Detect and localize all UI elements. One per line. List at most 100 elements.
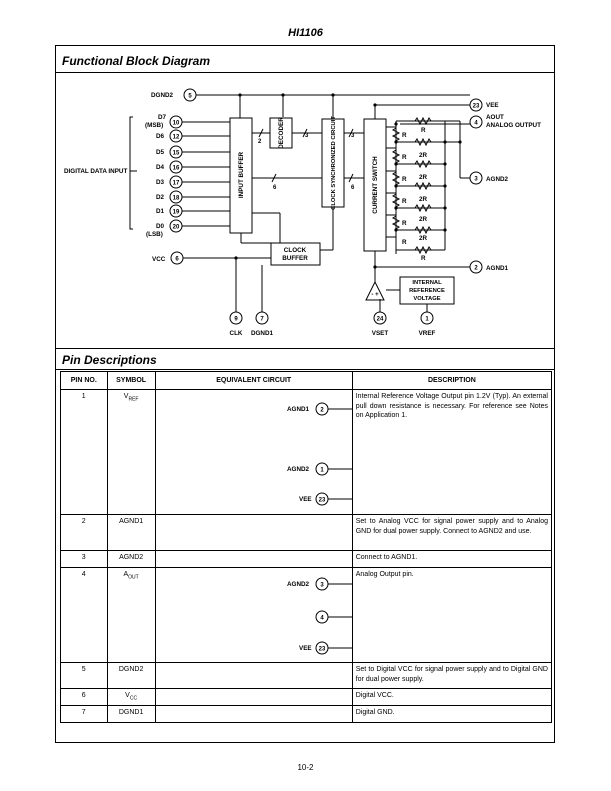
pin-label-vset: VSET xyxy=(372,330,389,337)
pin-num-24: 24 xyxy=(377,317,384,323)
circuit-vref: AGND1 2 AGND2 1 VEE 23 xyxy=(287,402,418,506)
circuit4-agnd2: AGND2 xyxy=(287,581,310,588)
pin-no-cell: 2 xyxy=(60,514,108,551)
pin-num-20: 20 xyxy=(173,225,180,231)
opamp-signs: - + xyxy=(371,292,379,298)
table-row: 6 VCC Digital VCC. xyxy=(60,688,553,706)
pin-label-d4: D4 xyxy=(156,164,165,171)
pin-label-d5: D5 xyxy=(156,149,165,156)
circuit1-agnd1-num: 2 xyxy=(320,407,324,413)
ladder-r-2: R xyxy=(402,154,407,161)
pin-num-16: 16 xyxy=(173,166,180,172)
decoder-label: DECODER xyxy=(278,117,285,149)
symbol-cell: AGND2 xyxy=(106,550,156,568)
circuit1-vee: VEE xyxy=(299,496,312,503)
ladder-2r-4: 2R xyxy=(419,216,428,223)
col-equivalent-circuit: EQUIVALENT CIRCUIT xyxy=(154,371,353,390)
pin-no-cell: 1 xyxy=(60,389,108,515)
circuit1-vee-num: 23 xyxy=(318,497,325,503)
description-cell: Digital GND. xyxy=(351,705,553,723)
pin-label-d1: D1 xyxy=(156,208,165,215)
table-row: 2 AGND1 Set to Analog VCC for signal pow… xyxy=(60,514,553,551)
equivalent-circuit-cell xyxy=(154,514,353,551)
functional-block-diagram: DGND2 5 D7 (MSB) 10 D6 12 D5 15 D4 16 D3… xyxy=(64,88,541,337)
pin-label-lsb: (LSB) xyxy=(146,231,163,238)
pin-num-5: 5 xyxy=(188,94,192,100)
pin-num-3: 3 xyxy=(474,177,478,183)
ladder-r-top: R xyxy=(421,127,426,134)
ladder-2r-2: 2R xyxy=(419,174,428,181)
ladder-r-bottom: R xyxy=(421,255,426,262)
pin-num-19: 19 xyxy=(173,210,180,216)
pin-label-aout: AOUT xyxy=(486,114,504,121)
iref-label-2: REFERENCE xyxy=(409,288,445,294)
iref-label-1: INTERNAL xyxy=(412,280,442,286)
bus-width-decoder: 2 xyxy=(258,139,262,145)
equivalent-circuit-cell xyxy=(154,662,353,689)
pin-label-vref: VREF xyxy=(419,330,436,337)
col-symbol: SYMBOL xyxy=(106,371,156,390)
symbol-cell: AGND1 xyxy=(106,514,156,551)
content-frame xyxy=(55,45,555,743)
pin-label-msb: (MSB) xyxy=(145,122,163,129)
pin-num-1: 1 xyxy=(425,317,429,323)
col-pin-no: PIN NO. xyxy=(60,371,108,390)
pin-label-dgnd2: DGND2 xyxy=(151,92,174,99)
ladder-2r-3: 2R xyxy=(419,196,428,203)
circuit4-agnd2-num: 3 xyxy=(320,582,324,588)
circuit4-aout-num: 4 xyxy=(320,615,324,621)
pin-label-d3: D3 xyxy=(156,179,165,186)
input-buffer-label: INPUT BUFFER xyxy=(238,151,245,198)
circuit4-vee-num: 23 xyxy=(318,646,325,652)
symbol-cell: VCC xyxy=(106,688,156,706)
table-row: 4 AOUT AGN xyxy=(60,567,553,663)
pin-num-2: 2 xyxy=(474,266,478,272)
pin-num-15: 15 xyxy=(173,151,180,157)
pin-no-cell: 3 xyxy=(60,550,108,568)
table-row: 1 VREF xyxy=(60,389,553,515)
ladder-r-5: R xyxy=(402,220,407,227)
description-cell: Digital VCC. xyxy=(351,688,553,706)
pin-num-9: 9 xyxy=(234,317,238,323)
symbol-cell: DGND1 xyxy=(106,705,156,723)
bus-width-6b: 6 xyxy=(351,185,355,191)
equivalent-circuit-cell: AGND2 3 4 RO VEE 23 xyxy=(154,567,384,663)
ladder-r-4: R xyxy=(402,198,407,205)
description-cell: Set to Analog VCC for signal power suppl… xyxy=(351,514,553,551)
bus-width-3b: 3 xyxy=(351,133,355,139)
circuit1-agnd2-num: 1 xyxy=(320,467,324,473)
bus-width-3a: 3 xyxy=(305,133,309,139)
current-switch-label: CURRENT SWITCH xyxy=(372,156,379,214)
circuit-aout: AGND2 3 4 RO VEE 23 xyxy=(287,577,384,655)
pin-label-vcc: VCC xyxy=(152,256,166,263)
circuit1-agnd1: AGND1 xyxy=(287,406,310,413)
pin-no-cell: 6 xyxy=(60,688,108,706)
pin-descriptions-title: Pin Descriptions xyxy=(62,353,157,367)
ladder-r-3: R xyxy=(402,176,407,183)
title-rule-1 xyxy=(56,72,554,73)
circuit4-vee: VEE xyxy=(299,645,312,652)
iref-label-3: VOLTAGE xyxy=(413,296,440,302)
clock-buffer-label-2: BUFFER xyxy=(282,255,308,262)
section-divider xyxy=(56,348,554,349)
description-cell: Set to Digital VCC for signal power supp… xyxy=(351,662,553,689)
pin-num-4: 4 xyxy=(474,121,478,127)
pin-no-cell: 4 xyxy=(60,567,108,663)
description-cell: Internal Reference Voltage Output pin 1.… xyxy=(351,389,553,515)
title-rule-2 xyxy=(56,369,554,370)
symbol-cell: DGND2 xyxy=(106,662,156,689)
description-cell: Analog Output pin. xyxy=(351,567,553,663)
pin-label-agnd1: AGND1 xyxy=(486,265,509,272)
equivalent-circuit-cell xyxy=(154,550,353,568)
symbol-cell: VREF xyxy=(106,389,156,515)
pin-label-d7: D7 xyxy=(158,114,167,121)
description-cell: Connect to AGND1. xyxy=(351,550,553,568)
pin-label-clk: CLK xyxy=(230,330,243,337)
ladder-2r-5: 2R xyxy=(419,235,428,242)
circuit1-agnd2: AGND2 xyxy=(287,466,310,473)
table-row: 3 AGND2 Connect to AGND1. xyxy=(60,550,553,568)
table-row: 5 DGND2 Set to Digital VCC for signal po… xyxy=(60,662,553,689)
part-number-header: HI1106 xyxy=(288,27,323,39)
pin-num-10: 10 xyxy=(173,121,180,127)
pin-no-cell: 7 xyxy=(60,705,108,723)
